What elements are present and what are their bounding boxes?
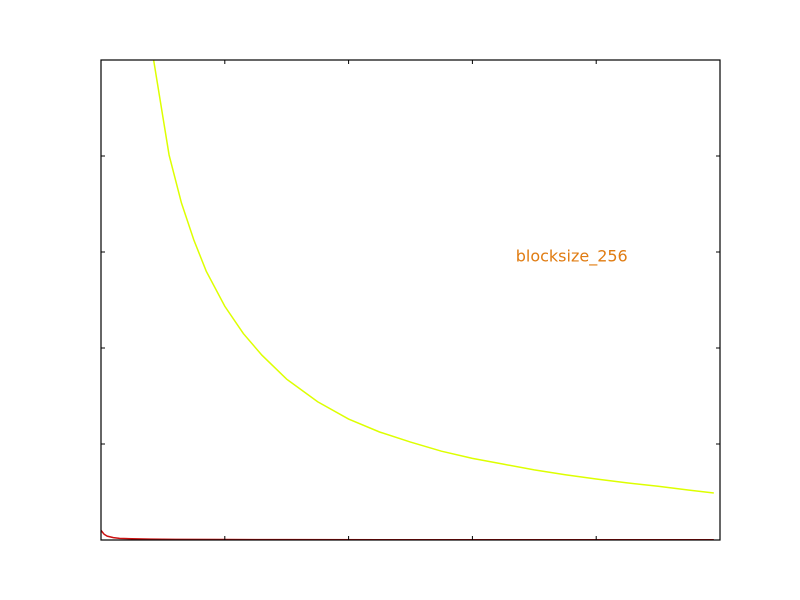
ticks-layer (101, 60, 720, 540)
plot-frame (100, 59, 721, 541)
series-annotation-label: blocksize_256 (516, 247, 628, 267)
series-line-1 (152, 59, 714, 494)
